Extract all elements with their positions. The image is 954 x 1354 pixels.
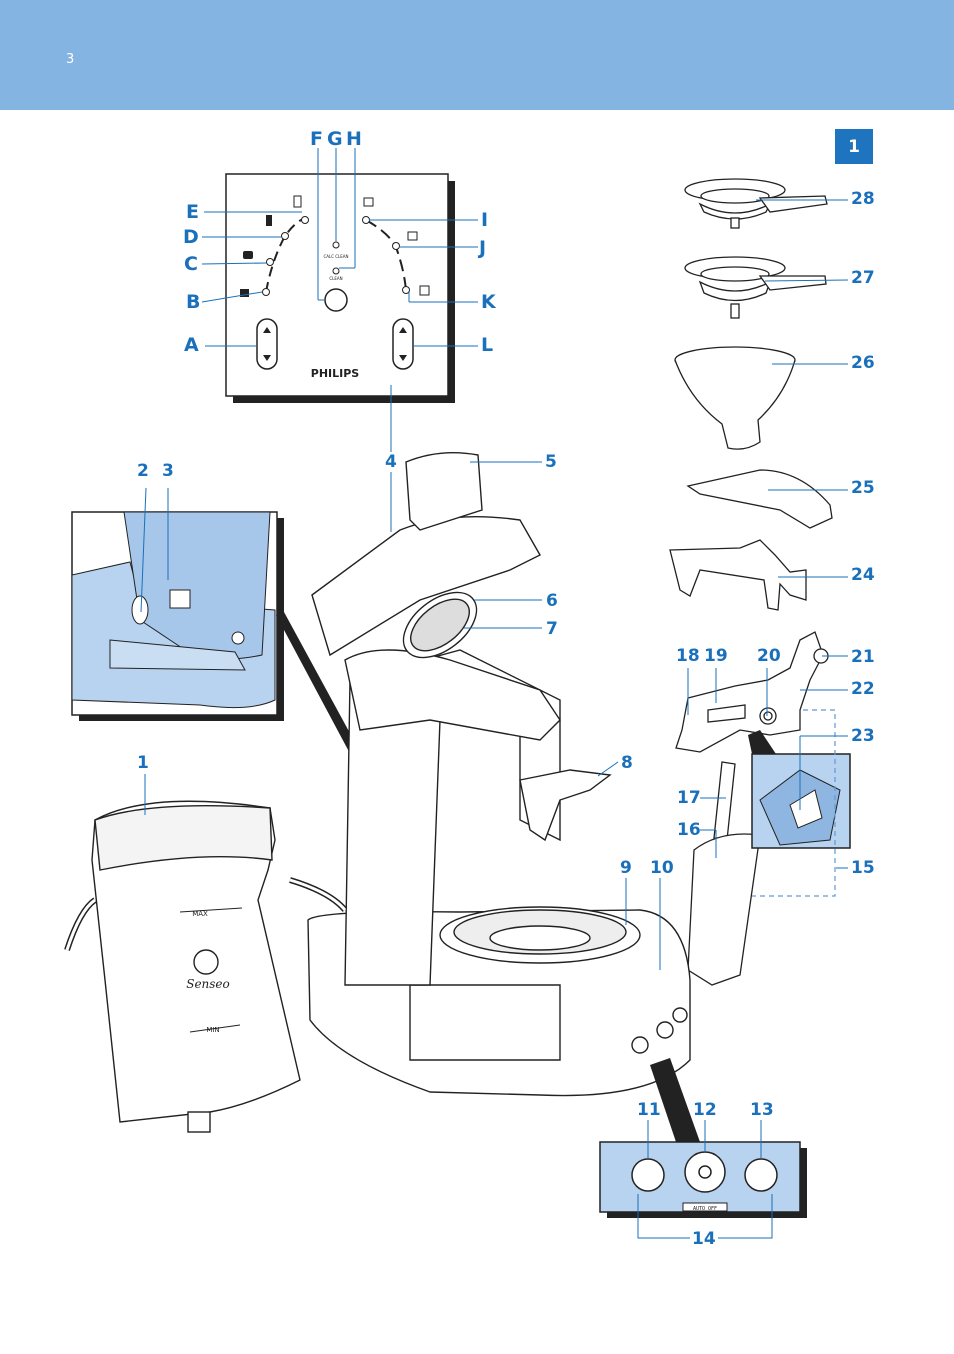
label-9: 9 bbox=[620, 858, 632, 878]
label-10: 10 bbox=[650, 858, 674, 878]
tank-brand-label: Senseo bbox=[186, 977, 230, 991]
side-inset bbox=[71, 511, 370, 776]
label-C: C bbox=[184, 253, 198, 275]
label-26: 26 bbox=[851, 353, 875, 373]
brew-detail-inset bbox=[748, 709, 851, 897]
label-21: 21 bbox=[851, 647, 875, 667]
parts-column bbox=[669, 178, 833, 986]
label-B: B bbox=[186, 291, 201, 313]
label-11: 11 bbox=[637, 1100, 661, 1120]
label-L: L bbox=[481, 334, 494, 356]
coffee-machine bbox=[289, 451, 691, 1097]
label-J: J bbox=[479, 237, 487, 259]
label-18: 18 bbox=[676, 646, 700, 666]
label-E: E bbox=[186, 201, 199, 223]
label-20: 20 bbox=[757, 646, 781, 666]
label-27: 27 bbox=[851, 268, 875, 288]
label-H: H bbox=[346, 128, 362, 150]
label-G: G bbox=[327, 128, 343, 150]
label-I: I bbox=[481, 209, 489, 231]
label-19: 19 bbox=[704, 646, 728, 666]
label-12: 12 bbox=[693, 1100, 717, 1120]
label-28: 28 bbox=[851, 189, 875, 209]
label-16: 16 bbox=[677, 820, 701, 840]
label-F: F bbox=[310, 128, 323, 150]
label-6: 6 bbox=[546, 591, 558, 611]
button-panel bbox=[599, 1058, 807, 1218]
calc-clean-label: CALC CLEAN bbox=[323, 254, 348, 259]
auto-off-label: AUTO OFF bbox=[693, 1206, 717, 1212]
control-panel bbox=[201, 148, 478, 452]
label-3: 3 bbox=[162, 461, 174, 481]
label-22: 22 bbox=[851, 679, 875, 699]
label-5: 5 bbox=[545, 452, 557, 472]
max-label: MAX bbox=[192, 910, 208, 918]
label-24: 24 bbox=[851, 565, 875, 585]
panel-brand: PHILIPS bbox=[311, 367, 360, 380]
label-7: 7 bbox=[546, 619, 558, 639]
label-13: 13 bbox=[750, 1100, 774, 1120]
page-header: 3 bbox=[0, 0, 954, 110]
label-1: 1 bbox=[137, 753, 149, 773]
label-14: 14 bbox=[692, 1229, 716, 1249]
figure-number-badge: 1 bbox=[835, 129, 873, 164]
page-number: 3 bbox=[66, 52, 75, 67]
label-K: K bbox=[481, 291, 496, 313]
label-17: 17 bbox=[677, 788, 701, 808]
min-label: MIN bbox=[206, 1026, 219, 1034]
label-2: 2 bbox=[137, 461, 149, 481]
water-tank bbox=[64, 800, 301, 1133]
label-A: A bbox=[184, 334, 199, 356]
label-15: 15 bbox=[851, 858, 875, 878]
label-25: 25 bbox=[851, 478, 875, 498]
label-23: 23 bbox=[851, 726, 875, 746]
label-4: 4 bbox=[385, 452, 397, 472]
panel-text: PHILIPS CALC CLEAN CLEAN AUTO OFF MAX MI… bbox=[186, 254, 717, 1212]
label-8: 8 bbox=[621, 753, 633, 773]
label-D: D bbox=[183, 226, 199, 248]
leader-lines bbox=[140, 199, 849, 1239]
clean-label: CLEAN bbox=[329, 276, 342, 281]
